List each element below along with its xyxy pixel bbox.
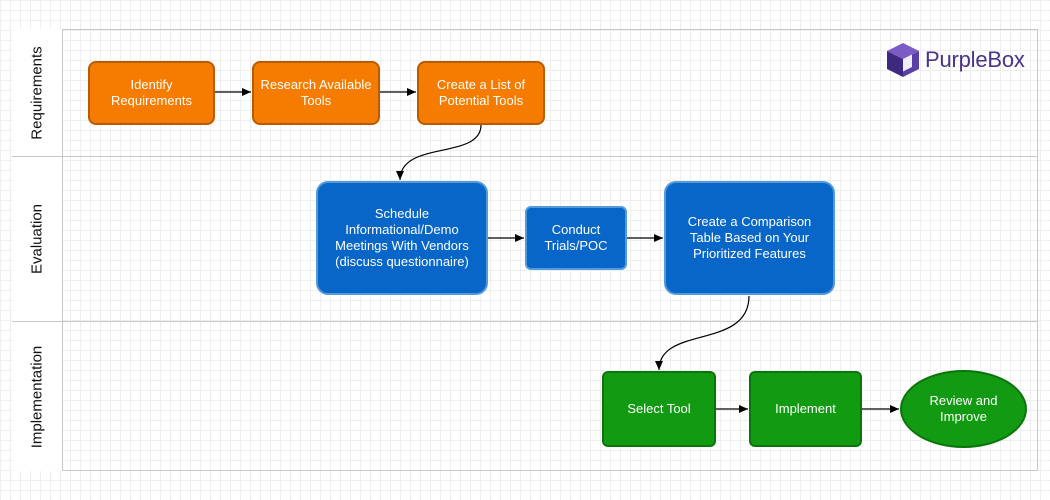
node-label: Research Available Tools [260,77,372,108]
arrow-comparison-to-select [655,295,750,371]
lane-header-implementation: Implementation [12,322,63,471]
node-label: Conduct Trials/POC [544,222,608,253]
node-implement[interactable]: Implement [749,371,862,447]
purplebox-logo: PurpleBox [885,40,1025,80]
node-create-list[interactable]: Create a List of Potential Tools [417,61,545,125]
logo-text: PurpleBox [925,47,1025,72]
lane-implementation: Implementation [12,321,1038,471]
node-label: Select Tool [627,401,691,416]
node-select-tool[interactable]: Select Tool [602,371,716,447]
node-label: Create a Comparison Table Based on Your … [687,214,812,261]
lane-header-requirements: Requirements [12,29,63,156]
lane-evaluation: Evaluation [12,156,1038,321]
arrow-list-to-schedule [396,124,482,181]
node-label: Create a List of Potential Tools [436,77,526,108]
purple-cube-icon [887,43,919,77]
node-comparison-table[interactable]: Create a Comparison Table Based on Your … [664,181,835,295]
node-research-tools[interactable]: Research Available Tools [252,61,380,125]
node-conduct-trials[interactable]: Conduct Trials/POC [525,206,627,270]
node-label: Schedule Informational/Demo Meetings Wit… [335,206,469,269]
node-label: Implement [775,401,836,416]
node-identify-requirements[interactable]: Identify Requirements [88,61,215,125]
lane-header-evaluation: Evaluation [12,157,63,321]
node-label: Review and Improve [929,393,998,424]
lane-requirements: Requirements [12,29,1038,156]
node-label: Identify Requirements [111,77,192,108]
node-schedule-meetings[interactable]: Schedule Informational/Demo Meetings Wit… [316,181,488,295]
node-review-improve[interactable]: Review and Improve [900,370,1027,448]
